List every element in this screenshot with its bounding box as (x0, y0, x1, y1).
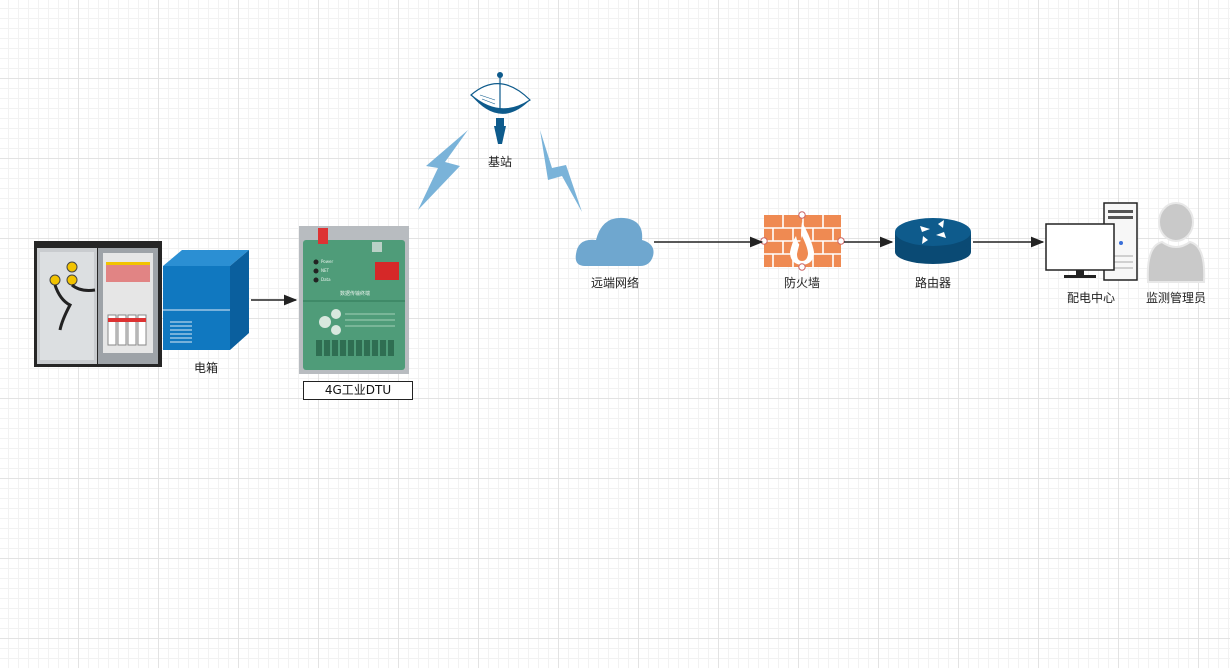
router-icon[interactable] (895, 218, 971, 264)
dtu-device-photo[interactable] (299, 226, 409, 374)
cabinet-server-icon[interactable] (163, 250, 249, 350)
cloud-label: 远端网络 (590, 276, 640, 290)
wireless-signal-left-icon (418, 130, 468, 210)
cabinet-label: 电箱 (193, 361, 219, 375)
computer-icon[interactable] (1045, 202, 1138, 281)
dtu-indicator-power: Power (321, 259, 334, 264)
dtu-label[interactable]: 4G工业DTU (303, 381, 413, 400)
satellite-dish-icon[interactable] (470, 72, 531, 144)
admin-label: 监测管理员 (1145, 291, 1207, 305)
dtu-indicator-net: NET (321, 268, 329, 273)
admin-person-icon[interactable] (1146, 202, 1206, 283)
dtu-panel-title: 数据传输终端 (340, 291, 371, 297)
wireless-signal-right-icon (540, 130, 582, 212)
base-station-label: 基站 (487, 155, 513, 169)
firewall-label: 防火墙 (783, 276, 821, 290)
dtu-indicator-data: Data (321, 277, 331, 282)
firewall-icon[interactable] (760, 211, 845, 271)
cloud-icon[interactable] (575, 217, 654, 266)
router-label: 路由器 (914, 276, 952, 290)
center-label: 配电中心 (1066, 291, 1116, 305)
cabinet-photo[interactable] (34, 241, 162, 367)
